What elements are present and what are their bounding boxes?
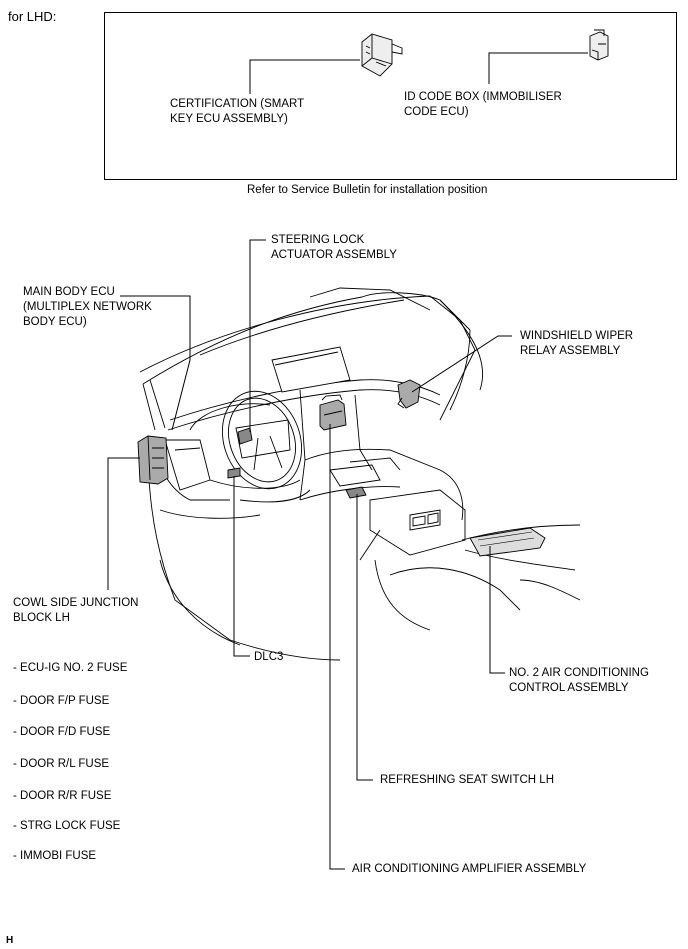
no2-air-leader	[489, 546, 505, 674]
fuse-item: - STRG LOCK FUSE	[13, 820, 121, 832]
id-code-box-label: ID CODE BOX (IMMOBILISER CODE ECU)	[404, 91, 562, 118]
cowl-side-label: COWL SIDE JUNCTION BLOCK LH	[13, 597, 139, 624]
fuse-item: - DOOR F/D FUSE	[13, 726, 111, 738]
windshield-wiper-leader	[411, 335, 512, 393]
main-body-ecu-label: MAIN BODY ECU (MULTIPLEX NETWORK BODY EC…	[23, 286, 152, 328]
fuse-item: - DOOR F/P FUSE	[13, 695, 110, 707]
ac-amplifier-label: AIR CONDITIONING AMPLIFIER ASSEMBLY	[352, 863, 587, 875]
ac-amplifier-leader	[329, 424, 345, 870]
dlc3-label: DLC3	[254, 651, 284, 663]
footer-code: H	[6, 935, 14, 946]
id-code-leader	[488, 52, 588, 84]
id-code-box-icon	[589, 29, 609, 61]
fuse-item: - DOOR R/L FUSE	[13, 758, 110, 770]
interior-drawing	[137, 287, 581, 661]
page-title: for LHD:	[8, 9, 57, 24]
main-body-ecu-leader	[120, 295, 191, 431]
fuse-item: - DOOR R/R FUSE	[13, 790, 112, 802]
top-frame	[104, 12, 677, 180]
fuse-item: - ECU-IG NO. 2 FUSE	[13, 662, 128, 674]
certification-leader	[249, 59, 360, 94]
installation-note: Refer to Service Bulletin for installati…	[247, 184, 488, 196]
fuse-item: - IMMOBI FUSE	[13, 850, 97, 862]
steering-lock-leader	[249, 239, 266, 432]
refreshing-seat-label: REFRESHING SEAT SWITCH LH	[380, 774, 555, 786]
smart-key-ecu-icon	[361, 33, 403, 77]
windshield-wiper-label: WINDSHIELD WIPER RELAY ASSEMBLY	[520, 330, 634, 357]
steering-lock-label: STEERING LOCK ACTUATOR ASSEMBLY	[271, 234, 397, 261]
no2-air-label: NO. 2 AIR CONDITIONING CONTROL ASSEMBLY	[509, 667, 649, 694]
refreshing-seat-leader	[356, 494, 373, 781]
certification-label: CERTIFICATION (SMART KEY ECU ASSEMBLY)	[170, 98, 305, 125]
cowl-side-leader	[107, 457, 140, 590]
dlc3-leader	[233, 476, 250, 657]
